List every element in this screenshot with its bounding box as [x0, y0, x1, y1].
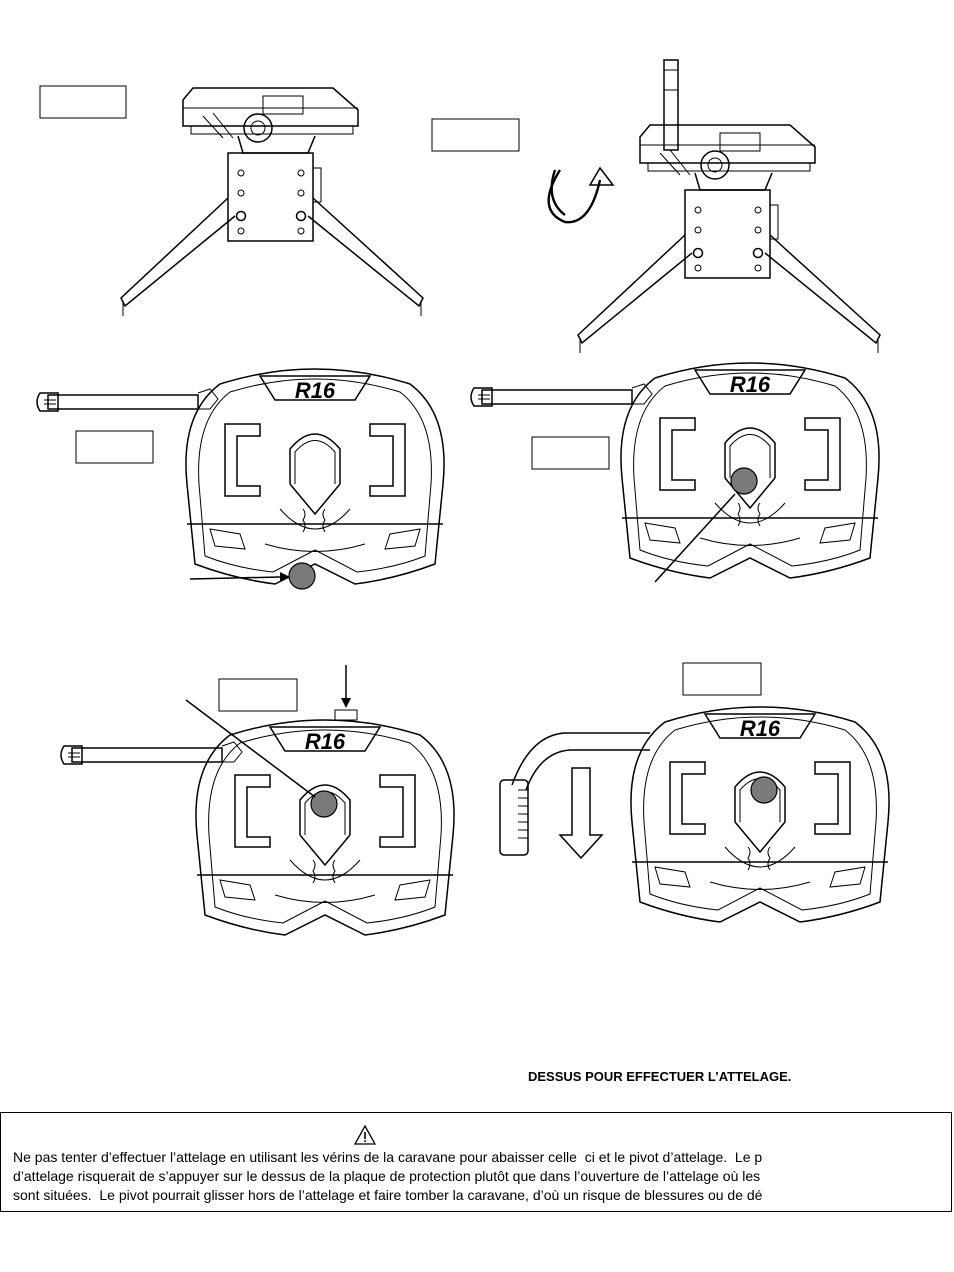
instruction-text: DESSUS POUR EFFECTUER L’ATTELAGE.: [528, 1069, 792, 1084]
step-label-box: [682, 662, 762, 696]
warning-line: d’attelage risquerait de s’appuyer sur l…: [13, 1168, 761, 1184]
r16-logo: R16: [295, 378, 336, 403]
warning-text: Ne pas tenter d’effectuer l’attelage en …: [13, 1148, 947, 1205]
hitch-side-view-locked: [120, 87, 424, 317]
kingpin-icon: [288, 562, 316, 590]
r16-logo: R16: [730, 372, 771, 397]
down-arrow-icon: [558, 767, 604, 860]
r16-logo: R16: [740, 716, 781, 741]
warning-box: Ne pas tenter d’effectuer l’attelage en …: [0, 1112, 952, 1212]
kingpin-icon: [310, 790, 338, 818]
bent-handle: [499, 732, 650, 856]
kingpin-icon: [750, 776, 778, 804]
step-label-box: [531, 436, 610, 470]
warning-line: Ne pas tenter d’effectuer l’attelage en …: [13, 1149, 763, 1165]
step-label-box: [75, 430, 154, 464]
kingpin-icon: [730, 467, 758, 495]
arrow-head: [280, 572, 290, 582]
step-label-box: [39, 85, 127, 119]
arrow-line: [654, 493, 736, 583]
hitch-side-view-unlocked: [577, 124, 881, 354]
handle: [36, 388, 219, 412]
step-label-box: [431, 118, 520, 152]
lock-indicator: [334, 709, 358, 721]
handle: [60, 741, 243, 765]
hitch-illustrations: R16 R16 R16 R16: [36, 59, 890, 936]
arrow-line: [185, 699, 316, 798]
r16-logo: R16: [305, 729, 346, 754]
step-label-box: [218, 678, 298, 712]
handle-raised-icon: [663, 59, 679, 151]
rotate-arrow-icon: [547, 166, 615, 224]
warning-triangle-icon: [354, 1125, 376, 1145]
warning-line: sont situées. Le pivot pourrait glisser …: [13, 1187, 763, 1203]
arrow-head: [341, 698, 351, 708]
handle: [470, 383, 653, 407]
arrow-line: [189, 576, 281, 580]
